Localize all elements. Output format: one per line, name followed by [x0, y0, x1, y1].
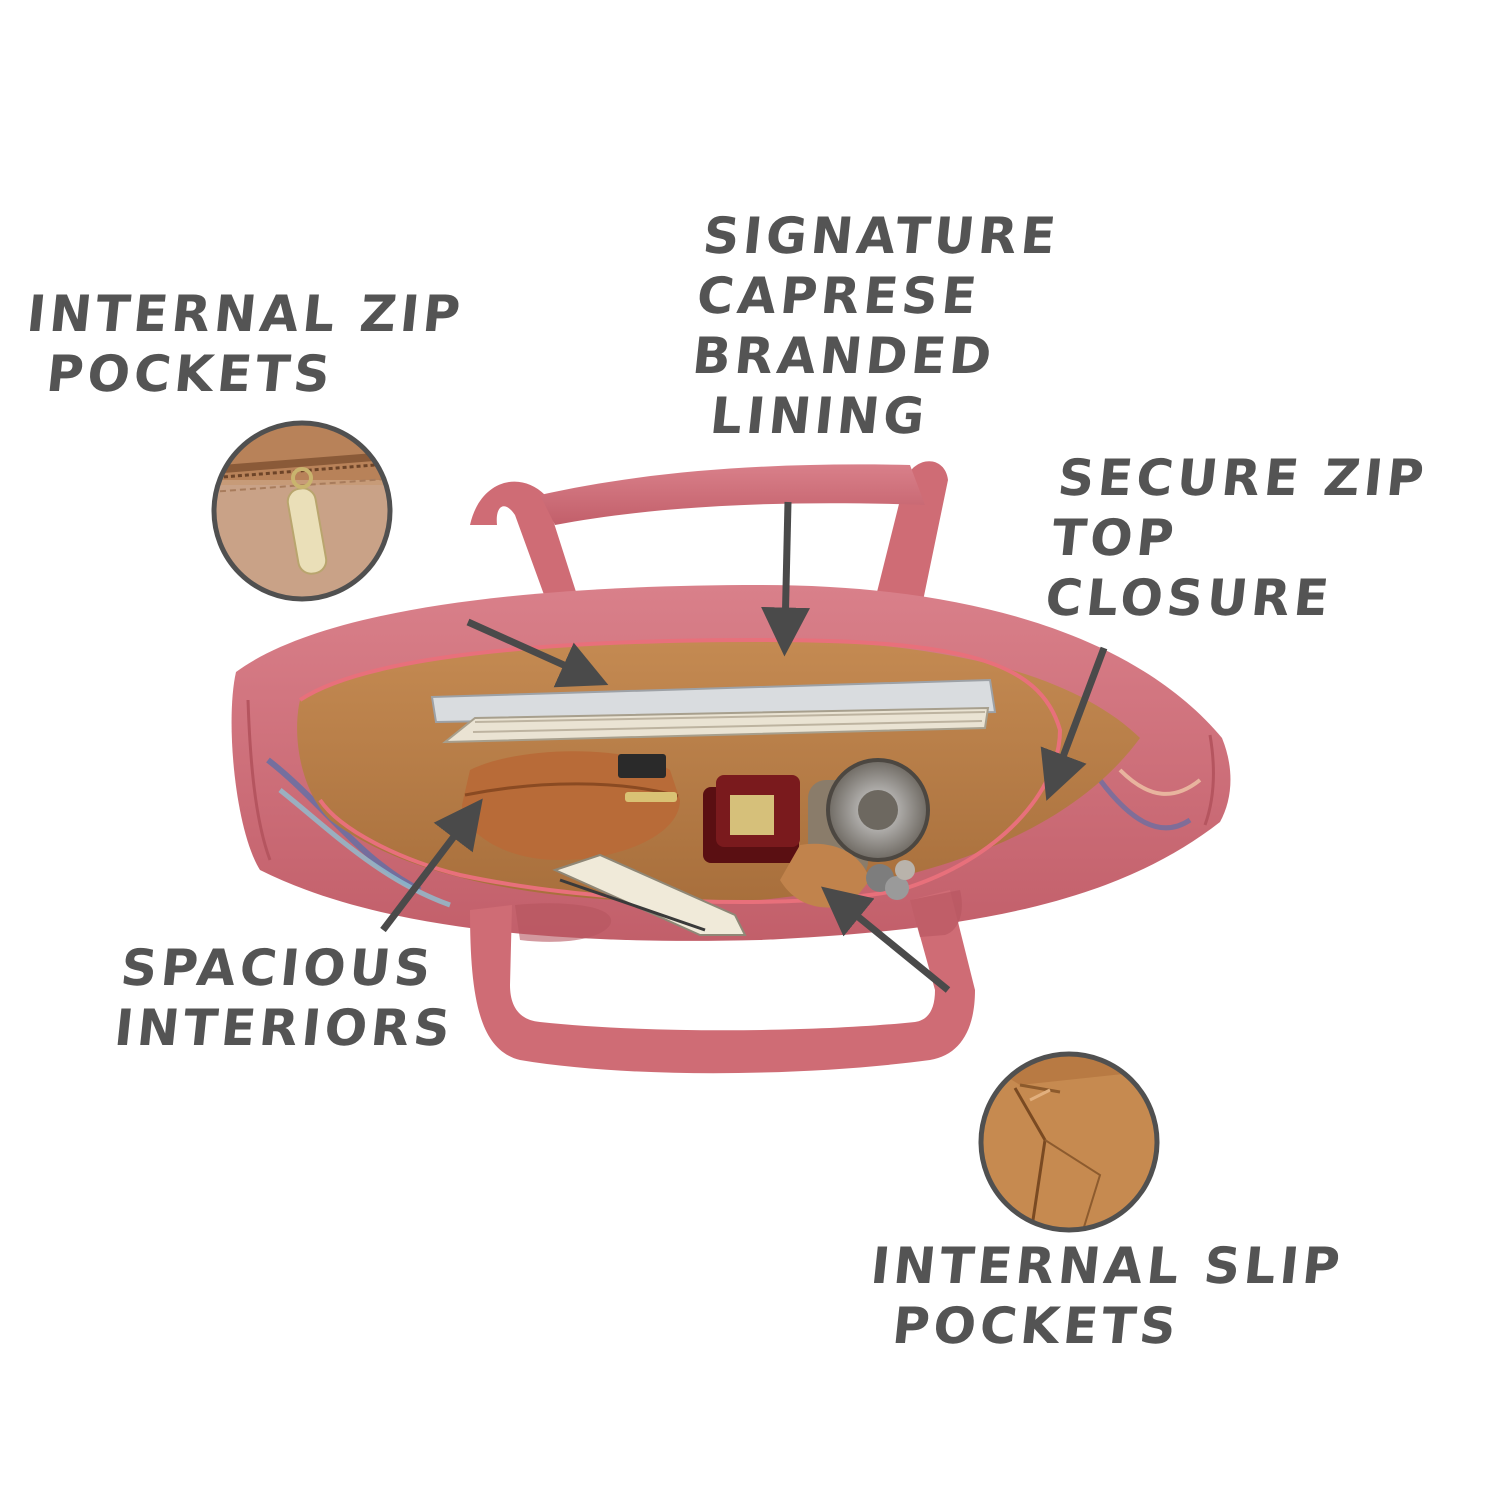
notebook	[442, 706, 990, 744]
callout-line: INTERIORS	[111, 999, 457, 1057]
callout-line: LINING	[707, 387, 932, 445]
zip-pocket-inset	[211, 420, 393, 602]
callout-line: SPACIOUS	[118, 939, 438, 997]
callout-line: INTERNAL ZIP	[24, 285, 467, 343]
zip-pull-icon	[286, 467, 328, 575]
callout-internal-slip-pockets: INTERNAL SLIP POCKETS	[862, 1236, 1347, 1356]
callout-line: TOP	[1048, 509, 1181, 567]
slip-pocket-inset	[978, 1051, 1160, 1233]
callout-spacious-interiors: SPACIOUS INTERIORS	[112, 938, 463, 1058]
wallet	[462, 751, 680, 860]
back-handle	[470, 481, 585, 625]
callout-secure-zip-closure: SECURE ZIP TOP CLOSURE	[1043, 448, 1431, 628]
bottle	[808, 758, 930, 880]
perfume-box	[703, 775, 800, 863]
callout-signature-lining: SIGNATURE CAPRESE BRANDED LINING	[681, 206, 1062, 446]
arrow-signature-lining	[761, 501, 811, 657]
arrow-spacious-interiors	[380, 798, 483, 933]
arrow-zip-pockets	[466, 618, 609, 688]
callout-line: POCKETS	[889, 1297, 1183, 1355]
front-handle	[470, 890, 975, 1074]
callout-internal-zip-pockets: INTERNAL ZIP POCKETS	[18, 284, 467, 404]
booklet	[552, 853, 747, 936]
arrow-slip-pockets	[821, 886, 951, 993]
callout-line: POCKETS	[43, 345, 337, 403]
arrow-zip-closure	[1040, 646, 1108, 801]
callout-line: BRANDED	[689, 327, 999, 385]
callout-line: CLOSURE	[1042, 569, 1336, 627]
callout-line: SIGNATURE	[700, 207, 1063, 265]
callout-arrows	[380, 501, 1108, 993]
callout-line: INTERNAL SLIP	[868, 1237, 1347, 1295]
callout-line: SECURE ZIP	[1055, 449, 1431, 507]
callout-line: CAPRESE	[694, 267, 984, 325]
tote-bag	[231, 461, 1231, 1074]
